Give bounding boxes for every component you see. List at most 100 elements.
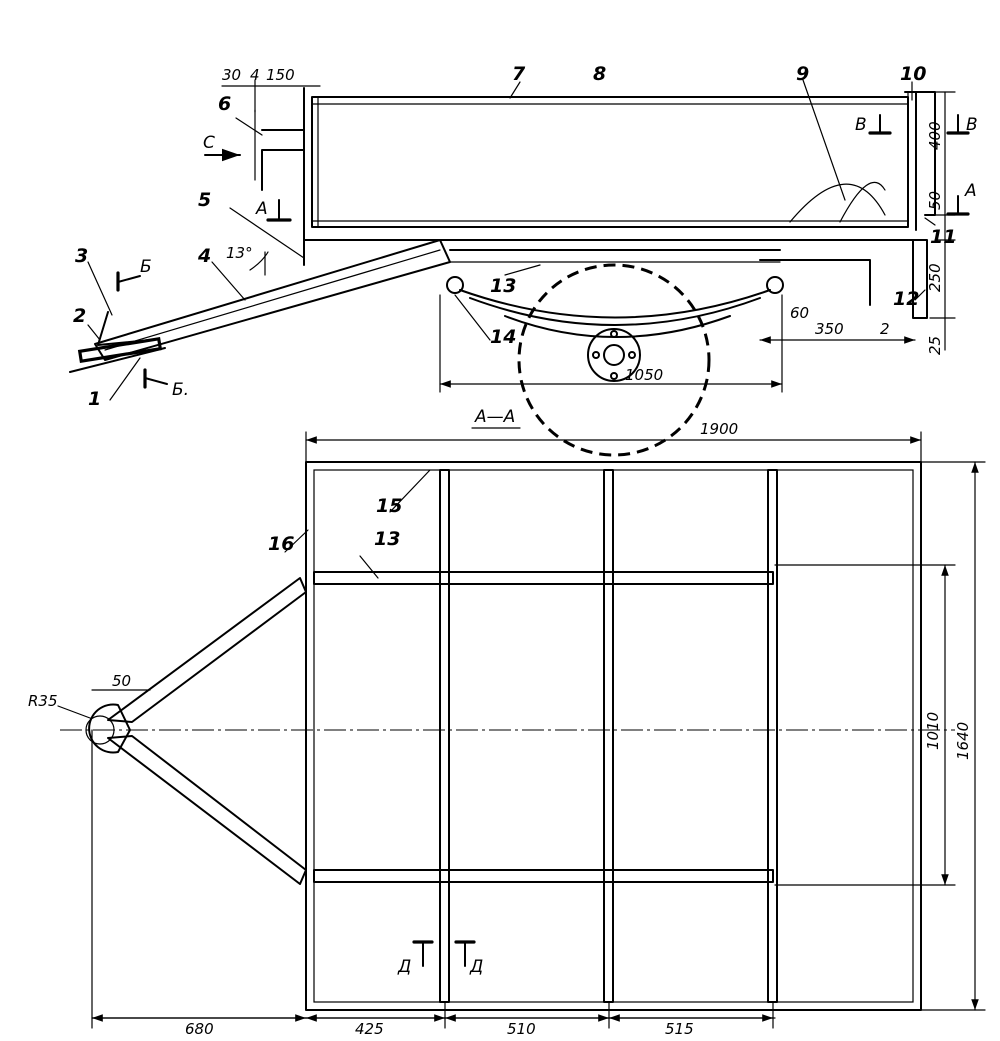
- body-box: [311, 96, 909, 228]
- part-label-4: 4: [197, 245, 211, 267]
- section-c-label: С: [203, 133, 215, 153]
- section-d-right-label: Д: [469, 957, 483, 977]
- dim-angle: 13°: [226, 244, 253, 262]
- a-frame-lower: [107, 735, 307, 885]
- leader-4: [211, 261, 246, 301]
- dim-r35-leader: [57, 705, 91, 719]
- dim-4: 4: [250, 66, 260, 84]
- part-label-16: 16: [268, 533, 294, 555]
- leader-7: [509, 81, 521, 99]
- dim-425: 425: [355, 1020, 384, 1038]
- leaf-spring: [459, 289, 771, 319]
- a-frame-upper: [107, 577, 307, 723]
- leader-11: [924, 217, 936, 226]
- leader-14: [454, 294, 491, 341]
- cross-member-2: [603, 469, 614, 1003]
- dim-150: 150: [266, 66, 295, 84]
- mark-b-top-stem: [117, 275, 141, 283]
- dim-510: 510: [507, 1020, 536, 1038]
- dim-680: 680: [185, 1020, 214, 1038]
- lug-2: [628, 351, 636, 359]
- part-label-2: 2: [73, 305, 86, 327]
- part-label-13-top: 13: [374, 528, 400, 550]
- leaders: [87, 79, 936, 579]
- lug-1: [610, 330, 618, 338]
- section-b-bottom-label: Б.: [172, 380, 189, 400]
- dim-angle-arc: [249, 251, 269, 271]
- leader-1: [109, 357, 141, 401]
- dim-50v: 50: [926, 191, 944, 210]
- dim-2: 2: [880, 320, 890, 338]
- front-bracket: [261, 129, 305, 191]
- leaf-spring-2: [469, 297, 761, 326]
- section-a-right-label: А: [964, 181, 977, 201]
- fender: [789, 183, 886, 223]
- dimension-labels: 30 4 150 13° 1050 60 350 2 1900 R35 50 6…: [28, 66, 972, 1038]
- dim-400: 400: [926, 121, 944, 150]
- section-v-right-label: В: [966, 115, 978, 135]
- leader-12: [914, 289, 926, 301]
- dim-r35: R35: [28, 692, 58, 710]
- spring-eye-front: [446, 276, 464, 294]
- section-b-top-label: Б: [140, 257, 152, 277]
- part-label-1: 1: [88, 388, 101, 410]
- leader-3: [87, 261, 113, 316]
- leader-5: [229, 207, 305, 259]
- hitch-rod: [69, 347, 166, 373]
- top-dimensions: [57, 431, 986, 1029]
- hitch-plate: [77, 336, 163, 364]
- dim-1010: 1010: [924, 712, 942, 750]
- part-label-7: 7: [512, 63, 526, 85]
- dim-25: 25: [926, 336, 944, 355]
- fender-2: [839, 181, 886, 223]
- dim-50h: 50: [112, 672, 131, 690]
- dim-30: 30: [222, 66, 241, 84]
- part-label-12: 12: [893, 288, 919, 310]
- hub-center: [603, 344, 625, 366]
- part-label-15: 15: [376, 495, 402, 517]
- section-markers: [116, 114, 970, 389]
- cross-member-1: [439, 469, 450, 1003]
- leader-6: [235, 117, 263, 136]
- leader-2: [87, 324, 101, 341]
- part-label-13: 13: [490, 275, 516, 297]
- top-view: [60, 461, 955, 1011]
- part-label-8: 8: [593, 63, 606, 85]
- section-a-label: А: [255, 199, 268, 219]
- part-label-11: 11: [930, 226, 956, 248]
- section-aa-title: А—А: [474, 407, 515, 427]
- spring-eye-rear: [766, 276, 784, 294]
- dim-1640: 1640: [954, 722, 972, 760]
- leader-16: [284, 529, 309, 553]
- dim-1050: 1050: [625, 366, 663, 384]
- mark-b-bottom-stem: [144, 377, 168, 385]
- part-label-10: 10: [900, 63, 926, 85]
- lug-3: [610, 372, 618, 380]
- rear-hanger: [759, 259, 871, 306]
- dim-1900: 1900: [700, 420, 738, 438]
- rear-flange: [904, 91, 936, 216]
- dim-250: 250: [926, 263, 944, 292]
- leader-13: [504, 264, 541, 276]
- section-labels: А А Б Б. С В В Д Д А—А: [140, 115, 978, 977]
- part-label-5: 5: [198, 189, 211, 211]
- leader-15: [389, 469, 431, 513]
- cross-member-3: [767, 469, 778, 1003]
- dim-350: 350: [815, 320, 844, 338]
- section-v-left-label: В: [855, 115, 867, 135]
- long-member-bottom: [313, 869, 774, 883]
- long-member-top: [313, 571, 774, 585]
- part-labels: 1 2 3 4 5 6 7 8 9 10 11 12 13 14 15 16 1…: [73, 63, 956, 555]
- leader-9: [802, 79, 846, 201]
- side-dimensions: [221, 79, 956, 393]
- drawbar: [94, 239, 451, 361]
- rear-support-post: [912, 239, 928, 319]
- part-label-14: 14: [490, 326, 516, 348]
- lug-4: [592, 351, 600, 359]
- hitch-head: [88, 703, 131, 754]
- leader-13b: [359, 555, 379, 579]
- side-view: [69, 87, 936, 457]
- dim-515: 515: [665, 1020, 694, 1038]
- frame-outer: [305, 461, 922, 1011]
